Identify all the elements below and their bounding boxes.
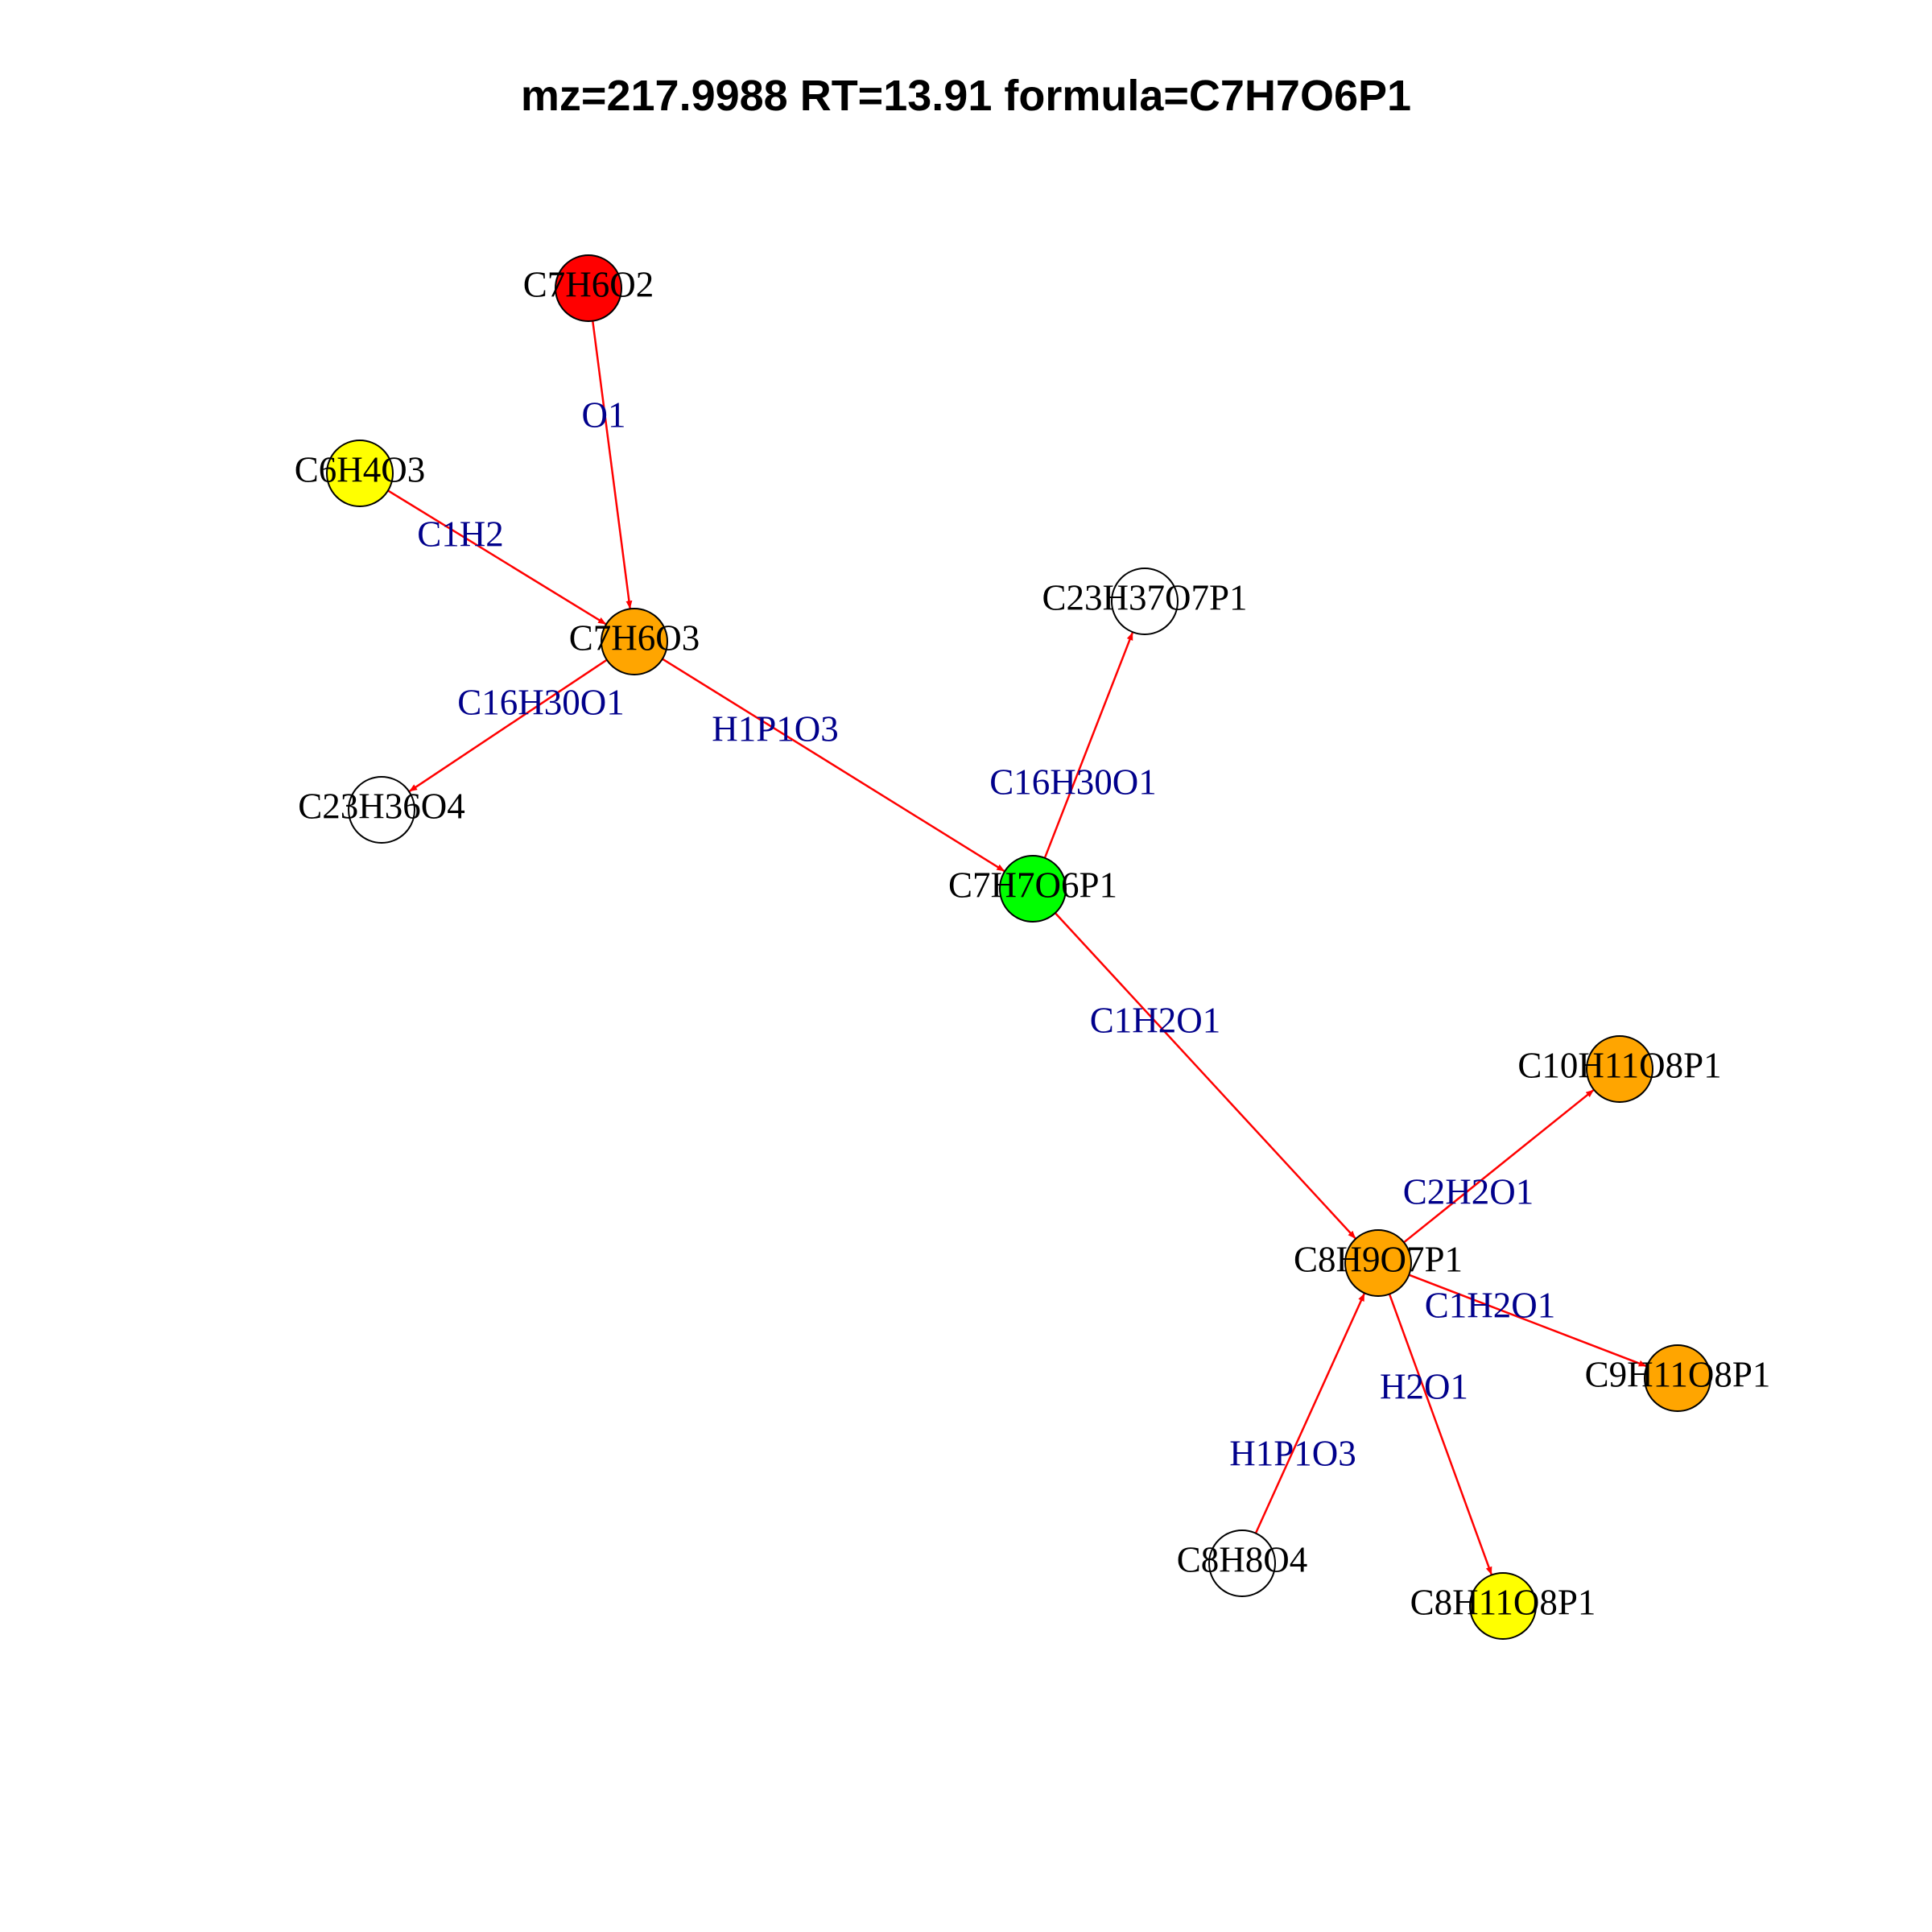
node-C9H11O8P1 — [1644, 1344, 1711, 1412]
node-C8H11O8P1 — [1469, 1572, 1537, 1640]
edge-label: H1P1O3 — [712, 708, 839, 749]
node-label: C9H11O8P1 — [1585, 1354, 1771, 1394]
node-label: C8H9O7P1 — [1294, 1239, 1463, 1279]
node-label: C6H4O3 — [295, 449, 426, 489]
labels-layer: O1C1H2C16H30O1H1P1O3C16H30O1C1H2O1C2H2O1… — [295, 264, 1771, 1622]
node-label: C8H11O8P1 — [1410, 1582, 1596, 1622]
edge-label: C1H2O1 — [1425, 1285, 1556, 1325]
node-C7H7O6P1 — [999, 855, 1067, 923]
edge-C7H6O2-to-C7H6O3 — [592, 320, 633, 609]
edge-C8H9O7P1-to-C8H11O8P1 — [1388, 1294, 1493, 1575]
edge-C8H9O7P1-to-C9H11O8P1 — [1408, 1274, 1648, 1368]
edge-label: H2O1 — [1380, 1366, 1468, 1406]
node-label: C23H37O7P1 — [1042, 577, 1247, 617]
node-label: C23H36O4 — [298, 786, 465, 826]
edge-C8H9O7P1-to-C10H11O8P1 — [1403, 1088, 1595, 1244]
node-C23H36O4 — [348, 776, 415, 844]
edge-label: C16H30O1 — [457, 682, 625, 722]
node-label: C7H6O3 — [569, 617, 700, 658]
edge-C7H6O3-to-C7H7O6P1 — [662, 658, 1005, 873]
nodes-layer — [326, 254, 1711, 1640]
edge-C7H6O3-to-C23H36O4 — [408, 658, 608, 793]
node-label: C7H7O6P1 — [948, 865, 1117, 905]
edge-C7H7O6P1-to-C23H37O7P1 — [1043, 631, 1134, 859]
node-C7H6O3 — [601, 608, 668, 675]
edge-C6H4O3-to-C7H6O3 — [387, 489, 607, 625]
edge-label: C1H2 — [417, 514, 504, 554]
edge-label: O1 — [582, 394, 626, 435]
node-label: C8H8O4 — [1177, 1539, 1308, 1579]
node-label: C10H11O8P1 — [1517, 1045, 1721, 1085]
node-C23H37O7P1 — [1111, 568, 1179, 635]
node-C10H11O8P1 — [1586, 1035, 1653, 1103]
node-label: C7H6O2 — [523, 264, 654, 304]
page-title: mz=217.9988 RT=13.91 formula=C7H7O6P1 — [520, 72, 1412, 120]
edge-label: H1P1O3 — [1229, 1433, 1356, 1473]
edge-label: C2H2O1 — [1403, 1171, 1534, 1212]
node-C8H9O7P1 — [1344, 1229, 1412, 1297]
node-C6H4O3 — [326, 440, 394, 507]
edge-label: C16H30O1 — [989, 762, 1157, 802]
node-C7H6O2 — [555, 254, 622, 322]
edges-layer — [387, 320, 1648, 1575]
node-C8H8O4 — [1208, 1530, 1276, 1597]
edge-label: C1H2O1 — [1090, 1000, 1221, 1040]
edge-C8H8O4-to-C8H9O7P1 — [1254, 1292, 1366, 1534]
edge-C7H7O6P1-to-C8H9O7P1 — [1054, 912, 1357, 1240]
